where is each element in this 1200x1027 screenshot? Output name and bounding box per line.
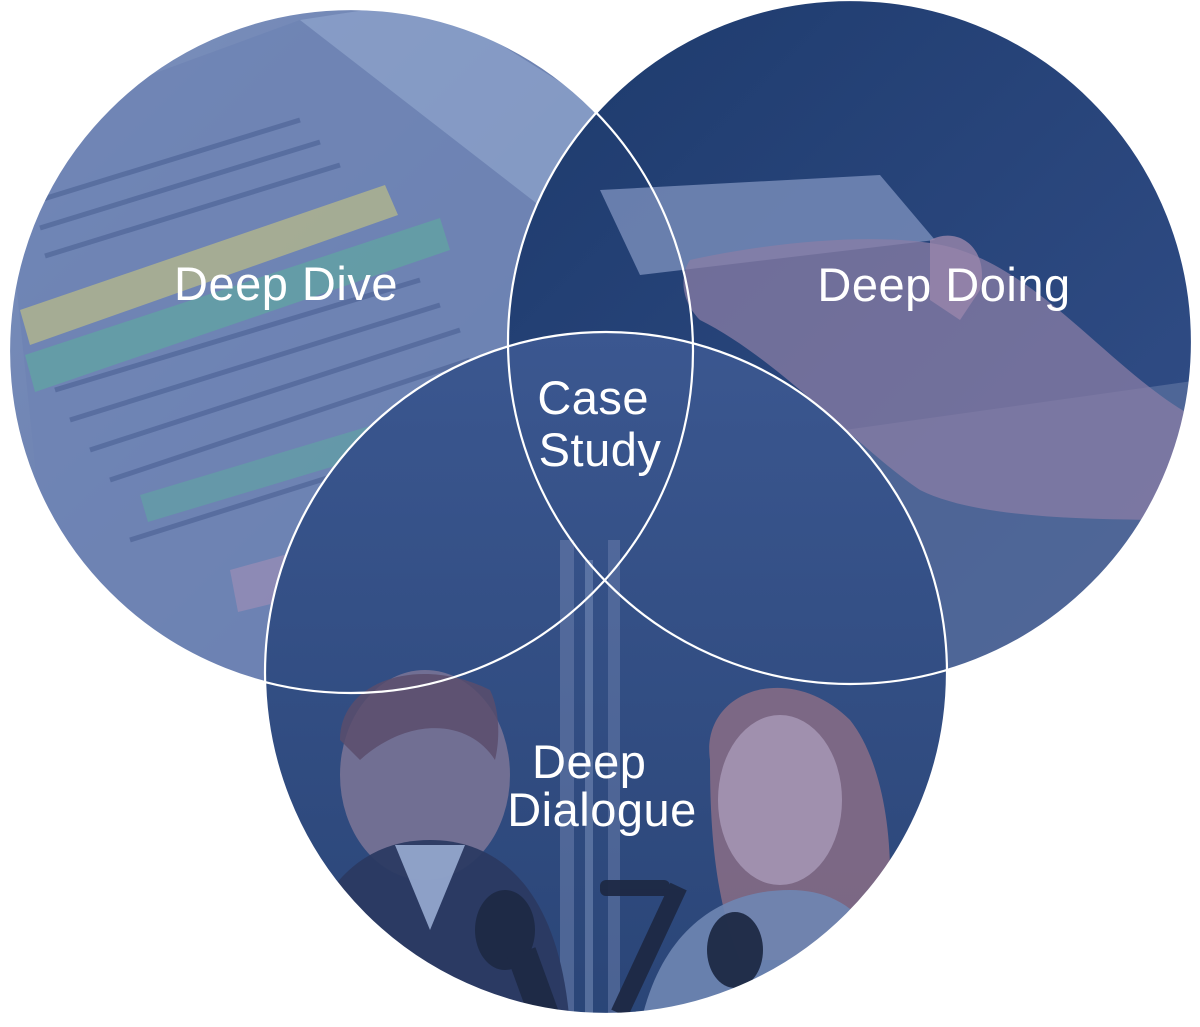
deep-dive-outline xyxy=(7,7,695,695)
deep-dialogue-circle xyxy=(265,332,947,1014)
deep-doing-label: Deep Doing xyxy=(817,258,1070,311)
deep-dialogue-label: Deep Dialogue xyxy=(507,735,697,836)
deep-dive-label: Deep Dive xyxy=(174,257,398,310)
deep-doing-outline xyxy=(507,0,1193,685)
woman-head-shape xyxy=(718,715,842,885)
deep-dialogue-outline xyxy=(263,330,949,1016)
case-study-label: Case Study xyxy=(537,371,662,476)
